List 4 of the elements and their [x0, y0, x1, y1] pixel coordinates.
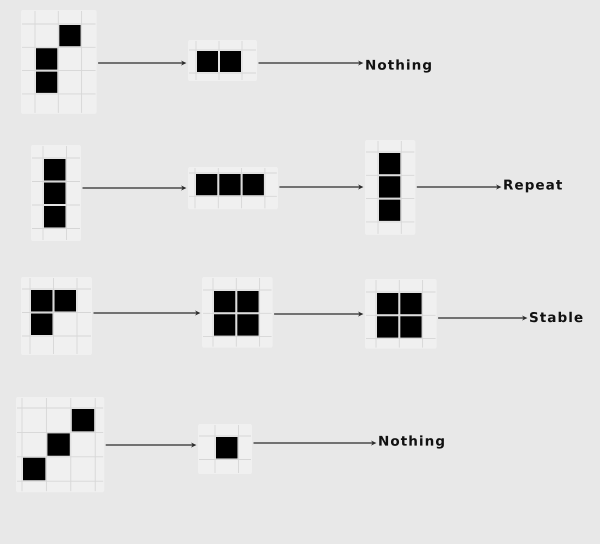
- outcome-text: Stable: [530, 312, 582, 322]
- outcome-text: Repeat: [504, 180, 562, 192]
- outcome-text: Nothing: [366, 59, 431, 73]
- outcome-text: Nothing: [379, 435, 444, 449]
